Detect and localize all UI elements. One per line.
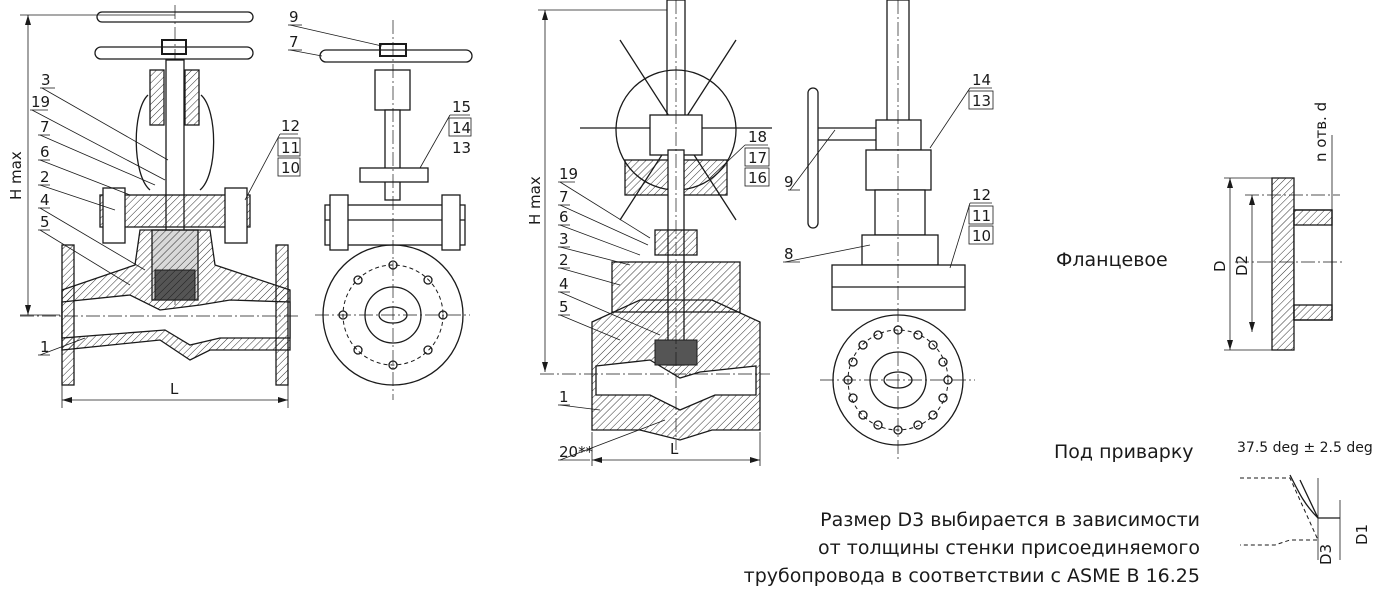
d1-label: D1 <box>1353 524 1371 545</box>
callout-3: 3 <box>41 71 51 89</box>
d3-label: D3 <box>1317 544 1335 565</box>
note-line-1: Размер D3 выбирается в зависимости <box>820 509 1200 531</box>
welded-label: Под приварку <box>1054 441 1194 463</box>
callout-5m: 5 <box>559 298 569 316</box>
callout-4: 4 <box>40 191 50 209</box>
view-left-side: 9 7 15 14 13 <box>288 8 473 400</box>
callout-17: 17 <box>748 149 767 167</box>
callouts-view-mid: 19 7 6 3 2 4 5 1 20** 18 17 16 <box>558 128 770 461</box>
flanged-label: Фланцевое <box>1056 249 1168 271</box>
callout-6m: 6 <box>559 208 569 226</box>
bevel-label: 37.5 deg ± 2.5 deg <box>1237 440 1373 456</box>
callout-20: 20** <box>559 443 594 461</box>
callout-13r: 13 <box>972 92 991 110</box>
holes-label: n отв. d <box>1312 102 1330 162</box>
note-line-2: от толщины стенки присоединяемого <box>818 537 1200 559</box>
d-label: D <box>1211 260 1229 272</box>
h-max-label-mid: H max <box>526 176 544 225</box>
callout-7m: 7 <box>559 188 569 206</box>
callout-8: 8 <box>784 245 794 263</box>
l-label-mid: L <box>670 440 679 458</box>
callouts-view-right: 9 14 13 8 12 11 10 <box>783 71 994 269</box>
callout-14: 14 <box>452 119 471 137</box>
view-right-side: 9 14 13 8 12 11 10 <box>783 0 994 460</box>
callout-3m: 3 <box>559 230 569 248</box>
h-max-label-left: H max <box>7 151 25 200</box>
callout-15: 15 <box>452 98 471 116</box>
callout-14r: 14 <box>972 71 991 89</box>
l-label-left: L <box>170 380 179 398</box>
flange-detail: D D2 n отв. d Фланцевое <box>1056 102 1345 351</box>
callout-9: 9 <box>289 8 299 26</box>
callout-12: 12 <box>281 117 300 135</box>
callout-5: 5 <box>40 213 50 231</box>
callout-10r: 10 <box>972 227 991 245</box>
view-left-section: H max L 3 19 <box>7 5 301 408</box>
weld-detail: Под приварку 37.5 deg ± 2.5 deg D3 D1 <box>1054 440 1373 565</box>
callout-4m: 4 <box>559 275 569 293</box>
callout-1m: 1 <box>559 388 569 406</box>
callout-16: 16 <box>748 169 767 187</box>
callout-2m: 2 <box>559 251 569 269</box>
callout-18: 18 <box>748 128 767 146</box>
d2-label: D2 <box>1233 255 1251 276</box>
callout-10: 10 <box>281 159 300 177</box>
callout-7: 7 <box>40 118 50 136</box>
callout-12r: 12 <box>972 186 991 204</box>
callout-11: 11 <box>281 139 300 157</box>
callout-7b: 7 <box>289 33 299 51</box>
callout-13: 13 <box>452 139 471 157</box>
callout-19m: 19 <box>559 165 578 183</box>
note-line-3: трубопровода в соответствии с ASME B 16.… <box>744 565 1200 587</box>
callouts-view-left: 3 19 7 6 2 4 5 1 12 11 10 <box>30 71 301 356</box>
note: Размер D3 выбирается в зависимости от то… <box>744 509 1200 587</box>
callout-19: 19 <box>31 93 50 111</box>
callout-9r: 9 <box>784 173 794 191</box>
callouts-view-side: 9 7 15 14 13 <box>288 8 472 169</box>
callout-11r: 11 <box>972 207 991 225</box>
callout-1: 1 <box>40 338 50 356</box>
view-mid-section: H max L 19 7 6 3 <box>526 0 772 466</box>
callout-6: 6 <box>40 143 50 161</box>
callout-2: 2 <box>40 168 50 186</box>
